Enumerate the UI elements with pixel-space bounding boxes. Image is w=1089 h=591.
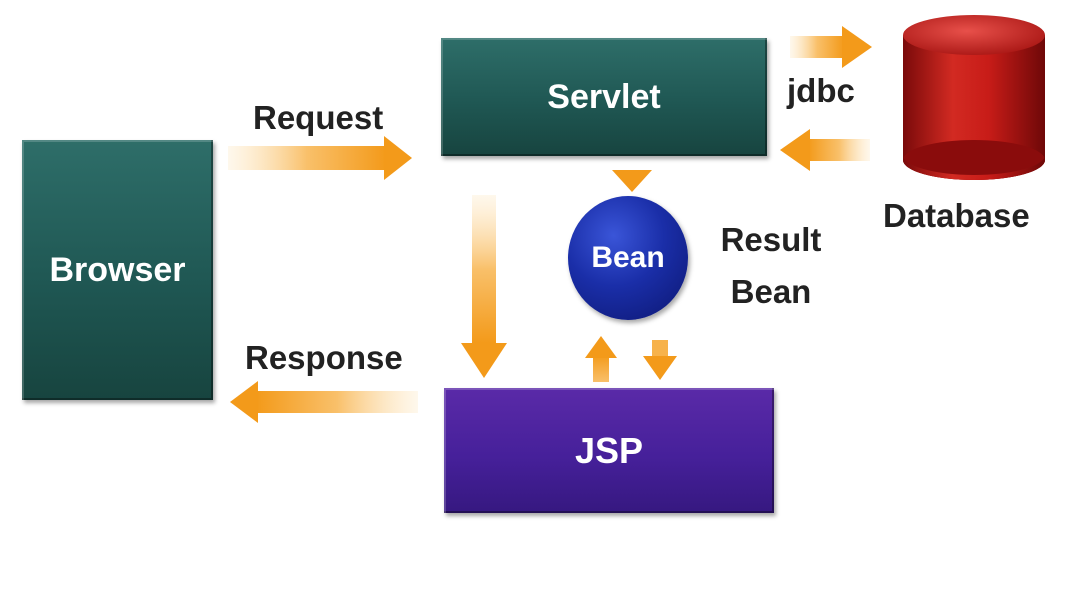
result-bean-label: Result Bean: [706, 214, 836, 318]
response-label: Response: [245, 339, 403, 376]
database-to-servlet-arrow: [780, 129, 870, 171]
bean-circle: Bean: [568, 196, 688, 320]
bean-to-jsp-arrow: [643, 340, 677, 380]
request-label: Request: [253, 99, 384, 136]
result-bean-line2: Bean: [730, 273, 812, 310]
browser-label: Browser: [49, 250, 186, 289]
database-label: Database: [883, 197, 1030, 234]
jsp-label: JSP: [574, 429, 644, 471]
response-arrow: [230, 381, 418, 423]
servlet-to-jsp-arrow: [461, 195, 507, 378]
servlet-to-bean-arrow: [612, 170, 652, 192]
result-bean-line1: Result: [720, 221, 822, 258]
jdbc-label: jdbc: [787, 72, 855, 109]
request-arrow: [228, 136, 412, 180]
servlet-label: Servlet: [547, 77, 661, 116]
jsp-to-bean-arrow: [585, 336, 617, 382]
jsp-box: JSP: [444, 388, 774, 513]
database-cylinder-icon: [903, 15, 1045, 180]
servlet-box: Servlet: [441, 38, 767, 156]
browser-box: Browser: [22, 140, 213, 400]
bean-label: Bean: [591, 241, 665, 274]
servlet-to-database-arrow: [790, 26, 872, 68]
